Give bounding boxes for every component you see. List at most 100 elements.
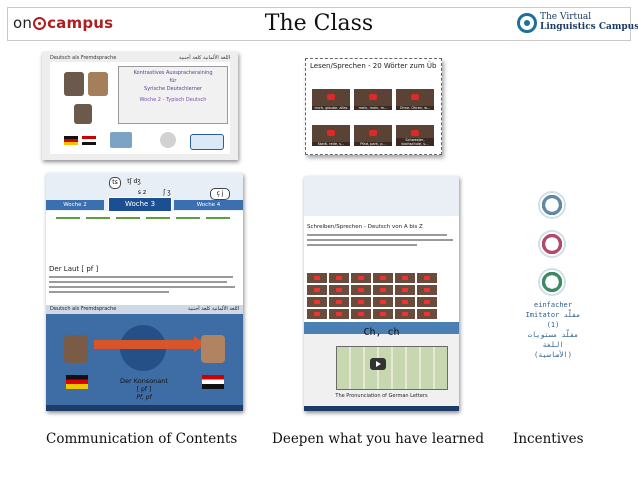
play-icon [380,312,386,316]
letter-video-cell[interactable] [394,272,416,284]
video-tile[interactable]: Schwester, kochschule, s... [396,125,434,146]
slide-header-right: اللغة الألمانية كلغة أجنبية [178,55,230,61]
letter-video-cell[interactable] [328,296,350,308]
deepen-page-screenshot[interactable]: Schreiben/Sprechen - Deutsch von A bis Z… [304,176,459,411]
video-top-bar [304,322,459,334]
text-line [307,239,453,241]
play-icon [380,300,386,304]
badge-line: (الأساسية) [534,351,572,359]
logo-mark-icon [33,17,47,30]
week-tab-active[interactable]: Woche 3 [108,197,172,212]
lesson-page-screenshot[interactable]: ts tʃ dʒ s z ʃ ʒ ç j Woche 2 Woche 4 Woc… [46,173,243,411]
play-icon [314,312,320,316]
lesson-tab[interactable] [56,217,80,233]
lesson-nav [50,217,240,231]
teacher-photo-male [64,72,84,96]
lesson-tab[interactable] [86,217,110,233]
letter-video-cell[interactable] [394,296,416,308]
letter-video-cell[interactable] [306,272,328,284]
letter-video-cell[interactable] [416,284,438,296]
letter-video-cell[interactable] [306,308,328,320]
letter-video-cell[interactable] [328,272,350,284]
course-title-slide[interactable]: Kontrastives Ausspracheraining für Syris… [42,52,238,160]
slide-body: Kontrastives Ausspracheraining für Syris… [50,62,230,154]
syrian-flag-icon [202,375,224,389]
badge-line: Imitator مقلّد (1) [525,311,581,329]
video-header-left: Deutsch als Fremdsprache [50,306,117,312]
video-tile[interactable]: Ohne, Ohren, w... [396,89,434,110]
play-icon [402,276,408,280]
play-button-icon[interactable] [370,358,386,370]
badge-medal-icon[interactable] [540,270,564,294]
play-icon [424,276,430,280]
letter-video-cell[interactable] [372,284,394,296]
play-icon [369,130,377,136]
letter-video-cell[interactable] [306,284,328,296]
lesson-tab[interactable] [116,217,140,233]
teacher-photo-male [64,335,88,363]
letter-video-cell[interactable] [394,308,416,320]
logo-prefix: on [13,14,33,32]
caption-deepen: Deepen what you have learned [272,431,484,447]
letter-video-cell[interactable] [350,284,372,296]
vlc-ring-icon [517,13,537,33]
lesson-tab[interactable] [176,217,200,233]
badge-line: مقلّد مستويات اللغة [527,331,579,349]
play-icon [327,130,335,136]
video-tile[interactable]: mein, moin, m... [354,89,392,110]
course-week-label: Woche 2 - Typisch Deutsch [139,97,207,103]
letter-video-cell[interactable] [328,308,350,320]
letter-video-cell[interactable] [372,308,394,320]
letter-video-cell[interactable] [416,272,438,284]
video-header-right: اللغة الألمانية كلغة أجنبية [187,306,239,312]
text-line [49,286,235,288]
deepen-subtitle: Schreiben/Sprechen - Deutsch von A bis Z [307,224,423,230]
play-icon [424,300,430,304]
letter-video-cell[interactable] [372,272,394,284]
lesson-video[interactable]: Deutsch als Fremdsprache اللغة الألمانية… [46,305,243,411]
play-icon [314,276,320,280]
letter-video-cell[interactable] [350,308,372,320]
play-icon [402,288,408,292]
letter-video-cell[interactable] [394,284,416,296]
week-tab[interactable]: Woche 2 [46,200,104,210]
letter-video-cell[interactable] [306,296,328,308]
letter-video-player[interactable]: Ch, ch The Pronunciation of German Lette… [304,322,459,411]
deepen-header-chart [304,176,459,216]
play-icon [336,300,342,304]
play-icon [402,300,408,304]
text-line [307,234,447,236]
letter-video-cell[interactable] [328,284,350,296]
play-icon [358,288,364,292]
konsonant-title: Der Konsonant [120,377,168,385]
letter-video-cell[interactable] [350,272,372,284]
lesson-tab[interactable] [206,217,230,233]
course-title-box: Kontrastives Ausspracheraining für Syris… [118,66,228,124]
letter-video-cell[interactable] [416,296,438,308]
video-tile[interactable]: Stadt, rede, s... [312,125,350,146]
sound-chip[interactable]: ç j [210,188,230,200]
video-tile[interactable]: Pfad, park, p... [354,125,392,146]
sound-chip[interactable]: tʃ dʒ [127,178,141,185]
play-icon [336,288,342,292]
letter-video-cell[interactable] [350,296,372,308]
week-tab[interactable]: Woche 4 [174,200,243,210]
teacher-photo-female [88,72,108,96]
badge-description: einfacher Imitator مقلّد (1) مقلّد مستوي… [520,300,586,360]
lesson-heading: Der Laut [ pf ] [49,265,99,273]
sound-chip[interactable]: s z [137,189,147,196]
badge-medal-icon[interactable] [540,193,564,217]
lesson-tab[interactable] [146,217,170,233]
badge-medal-icon[interactable] [540,232,564,256]
sound-chip[interactable]: ʃ ʒ [163,189,171,196]
video-tile[interactable]: mich, glaube, alles [312,89,350,110]
word-exercise-panel[interactable]: Lesen/Sprechen - 20 Wörter zum Üb mich, … [305,58,442,155]
sound-chip[interactable]: ts [109,177,121,189]
course-title-line1: Kontrastives Ausspracheraining [133,70,213,76]
page-title: The Class [264,11,374,36]
letter-video-cell[interactable] [416,308,438,320]
letter-video-cell[interactable] [372,296,394,308]
course-badge-icon [190,134,224,150]
slide-header-left: Deutsch als Fremdsprache [50,55,117,61]
